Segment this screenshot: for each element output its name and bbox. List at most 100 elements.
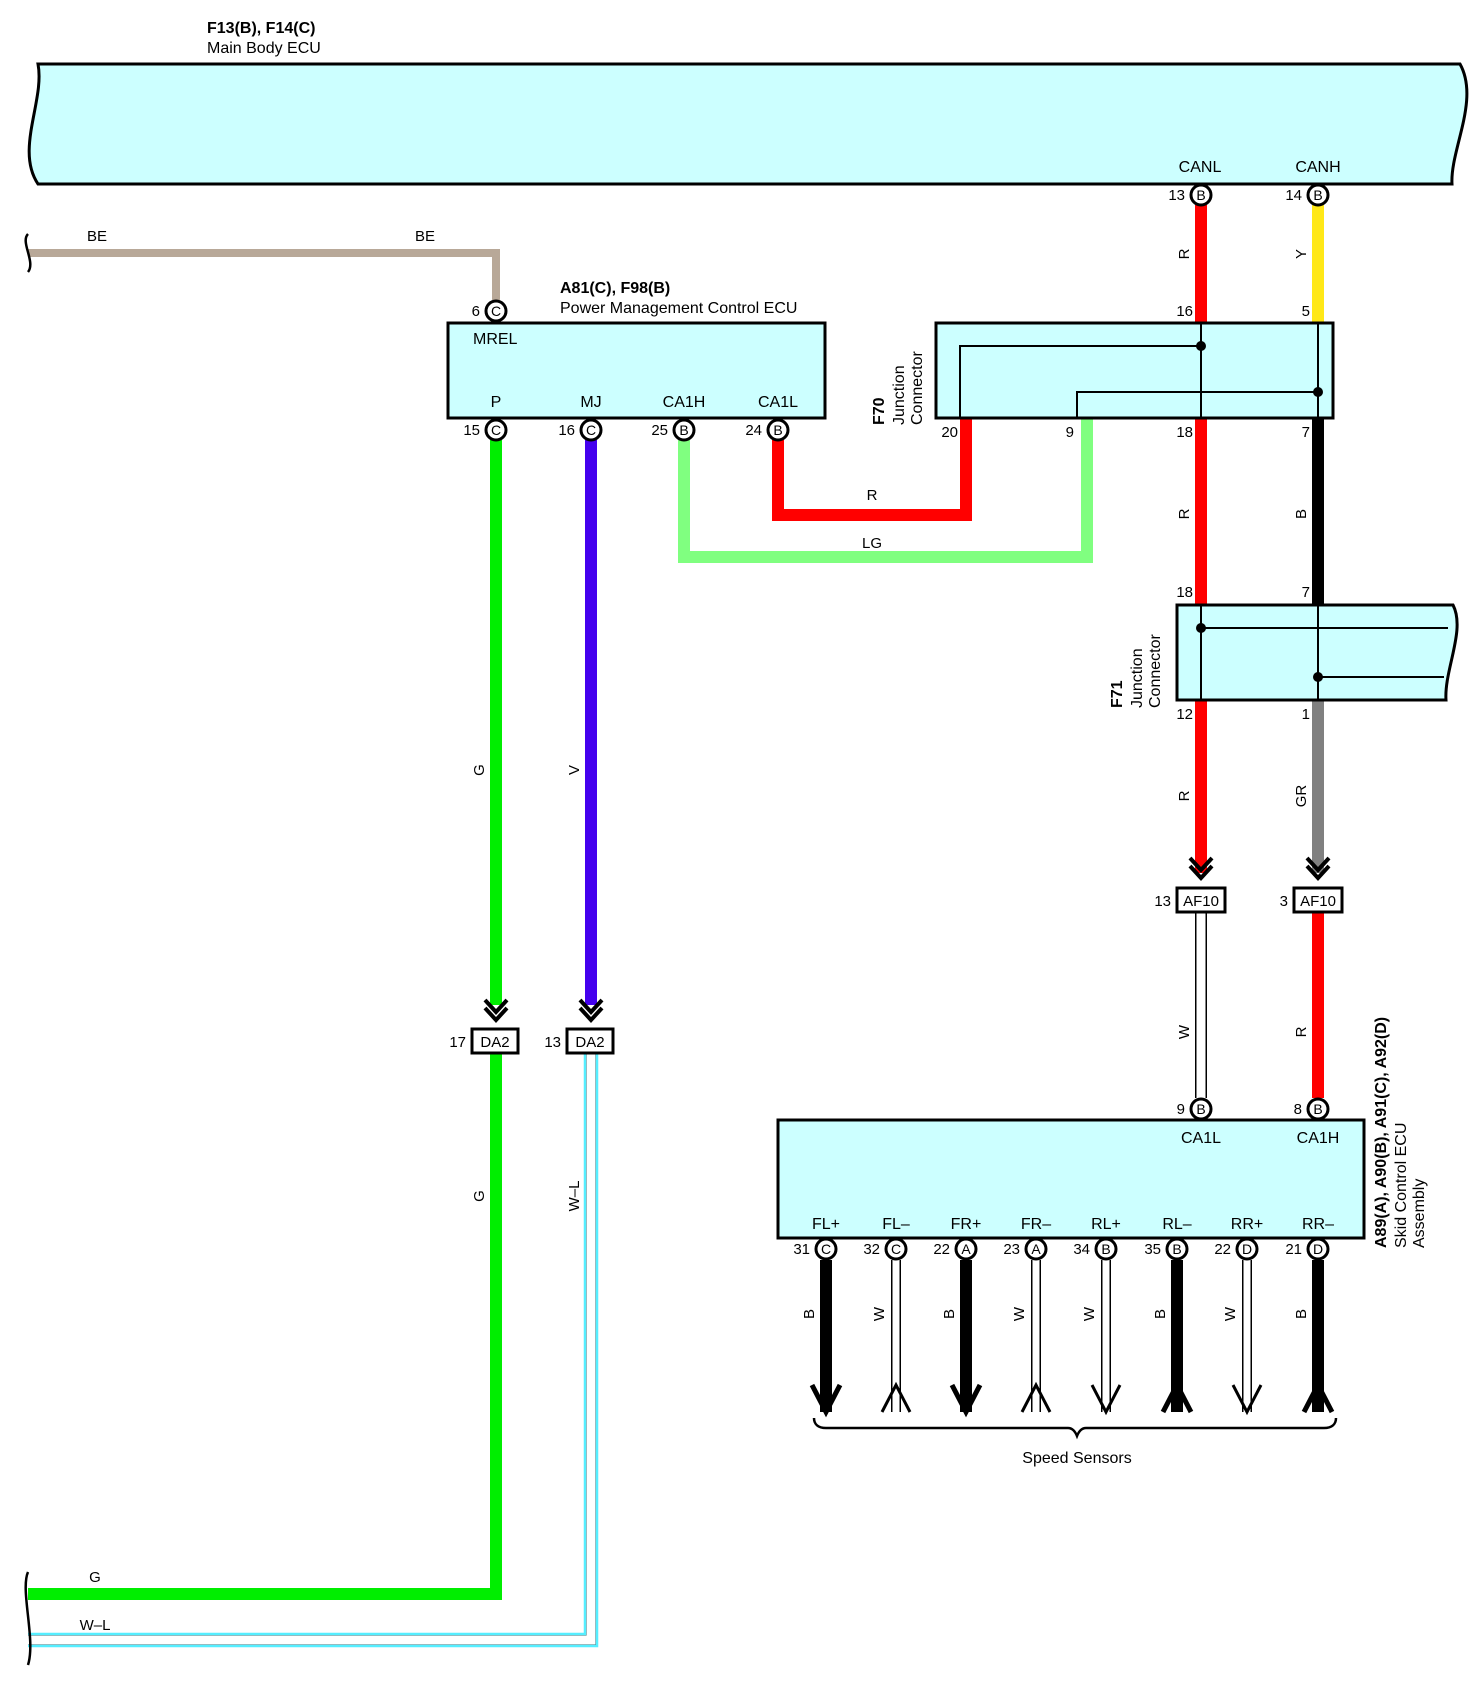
break-mark-be xyxy=(24,233,32,273)
junction-pin-numbers: 16 5 20 9 18 7 18 7 12 1 xyxy=(941,303,1310,723)
skid-pin-label-ca1l: CA1L xyxy=(1181,1130,1221,1147)
terminal-letter: C xyxy=(821,1241,831,1257)
wire-label: Y xyxy=(1293,249,1310,259)
wire-label: LG xyxy=(862,535,882,552)
terminal-letter: C xyxy=(891,1241,901,1257)
f70-label-1: Junction xyxy=(891,365,908,425)
speed-sensors-label: Speed Sensors xyxy=(1022,1450,1131,1467)
pin-number: 18 xyxy=(1176,584,1193,601)
terminal-letter: A xyxy=(961,1241,971,1257)
pin-number: 9 xyxy=(1066,424,1074,441)
af10-pin-3: 3 xyxy=(1280,893,1288,910)
wire-label: BE xyxy=(87,228,107,245)
terminal-number: 9 xyxy=(1177,1101,1185,1118)
terminal-circle xyxy=(1306,1237,1330,1261)
wire-wl-lower-stripe2 xyxy=(28,1053,599,1648)
da2-label-17: DA2 xyxy=(480,1034,509,1051)
wire-label: R xyxy=(1176,248,1193,259)
terminal-letter: D xyxy=(1313,1241,1323,1257)
terminal-letter: B xyxy=(1313,1101,1322,1117)
terminal-circle xyxy=(579,418,603,442)
wire-label: BE xyxy=(415,228,435,245)
pin-number: 7 xyxy=(1302,424,1310,441)
sensor-arrow xyxy=(1160,1379,1194,1414)
terminal-number: 22 xyxy=(933,1241,950,1258)
pin-label-ca1l: CA1L xyxy=(758,394,798,411)
da2-arrow-13 xyxy=(578,998,604,1023)
terminal-circle xyxy=(1024,1237,1048,1261)
wires xyxy=(24,205,1324,1666)
terminal-circle xyxy=(766,418,790,442)
terminal-number: 15 xyxy=(463,422,480,439)
main-body-ecu-name: Main Body ECU xyxy=(207,40,321,57)
terminal-letter: B xyxy=(1172,1241,1181,1257)
skid-pin-label-ca1h: CA1H xyxy=(1297,1130,1340,1147)
af10-box-13 xyxy=(1175,886,1227,914)
skid-sensor-pin-label: FR– xyxy=(1021,1216,1051,1233)
wire-wl-lower-stripe xyxy=(28,1053,587,1636)
terminal-letter: B xyxy=(1196,187,1205,203)
terminal-circle xyxy=(884,1237,908,1261)
terminal-circle xyxy=(484,299,508,323)
da2-pin-17: 17 xyxy=(449,1034,466,1051)
f70-bus-left xyxy=(959,345,1201,418)
skid-ecu-name: Skid Control ECU xyxy=(1393,1123,1410,1248)
wire-g-lower xyxy=(28,1053,502,1600)
pin-label-mj: MJ xyxy=(580,394,601,411)
sensor-arrow xyxy=(809,1383,843,1418)
speed-sensors-brace xyxy=(812,1417,1338,1440)
wire-jumper-r xyxy=(772,418,972,521)
terminal-circle xyxy=(1306,183,1330,207)
wire-label: W xyxy=(1011,1306,1028,1321)
skid-sensor-pin-label: RR+ xyxy=(1231,1216,1263,1233)
terminal-circle xyxy=(1189,1097,1213,1121)
skid-sensor-pin-label: FL– xyxy=(882,1216,910,1233)
power-management-ecu: A81(C), F98(B) Power Management Control … xyxy=(446,280,827,420)
wire-be xyxy=(28,249,500,300)
terminal-circle xyxy=(1306,1097,1330,1121)
wire-label: R xyxy=(1176,508,1193,519)
pin-number: 18 xyxy=(1176,424,1193,441)
pin-label-p: P xyxy=(491,394,502,411)
terminal-letter: B xyxy=(1101,1241,1110,1257)
f70-splice-dot xyxy=(1196,341,1206,351)
pin-label-canl: CANL xyxy=(1179,159,1222,176)
terminal-number: 31 xyxy=(793,1241,810,1258)
af10-pin-13: 13 xyxy=(1154,893,1171,910)
terminal-number: 6 xyxy=(472,303,480,320)
wire-wl-lower-outline xyxy=(28,1053,597,1646)
wire-label: B xyxy=(801,1309,818,1319)
power-management-ecu-code: A81(C), F98(B) xyxy=(560,280,670,297)
wire-label: W xyxy=(1081,1306,1098,1321)
da2-box-13 xyxy=(565,1027,615,1055)
f70-bus-right xyxy=(1076,391,1318,418)
terminal-letter: C xyxy=(491,422,501,438)
pin-number: 12 xyxy=(1176,706,1193,723)
wire-label: G xyxy=(471,764,488,776)
terminal-letter: B xyxy=(1313,187,1322,203)
terminal-letter: B xyxy=(1196,1101,1205,1117)
power-management-ecu-box xyxy=(446,321,827,420)
terminal-letter: B xyxy=(679,422,688,438)
main-body-ecu-code: F13(B), F14(C) xyxy=(207,20,315,37)
terminal-number: 35 xyxy=(1144,1241,1161,1258)
terminal-letter: B xyxy=(773,422,782,438)
terminal-circle xyxy=(1189,183,1213,207)
wire-label: R xyxy=(1176,790,1193,801)
wire-label: R xyxy=(867,487,878,504)
wire-label: B xyxy=(1293,509,1310,519)
wire-label: W xyxy=(871,1306,888,1321)
main-body-ecu-box xyxy=(27,62,1469,186)
terminal-circle xyxy=(954,1237,978,1261)
wire-label: B xyxy=(941,1309,958,1319)
sensor-lead: A 22B xyxy=(933,1237,983,1418)
junction-connector-f70: F70 Junction Connector xyxy=(871,321,1335,425)
sensor-lead: C 31B xyxy=(793,1237,843,1418)
sensor-arrow xyxy=(1231,1384,1263,1416)
wire-color-labels: BE BE R Y R LG R B R GR W R G V G W–L G … xyxy=(80,228,1310,1634)
sensor-arrow xyxy=(1090,1384,1122,1416)
